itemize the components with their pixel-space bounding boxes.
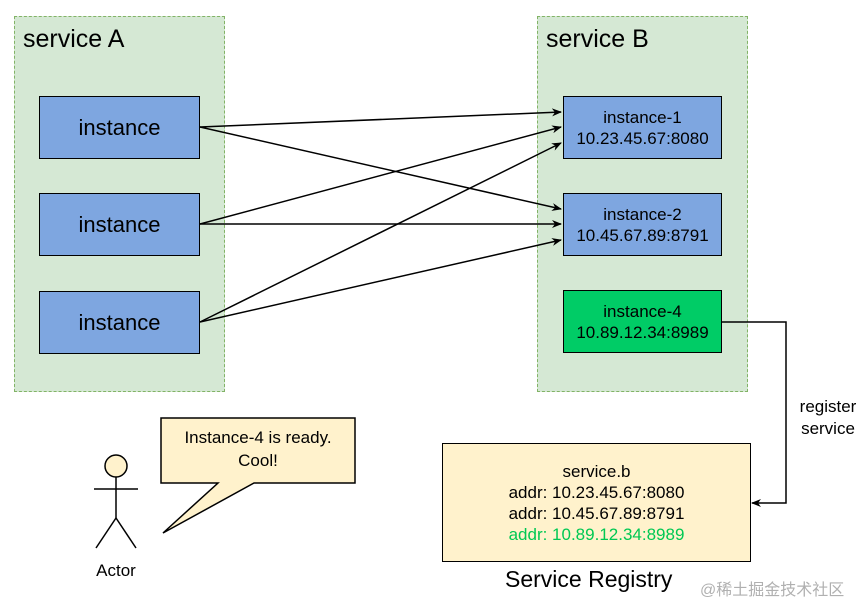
registry-entry-1: addr: 10.23.45.67:8080 [508,483,685,502]
registry-entry-2: addr: 10.45.67.89:8791 [508,504,685,523]
register-label-line-2: service [801,419,855,438]
actor-label: Actor [96,561,136,580]
speech-text: Instance-4 is ready. Cool! [161,426,355,472]
instance-label: instance [78,309,161,335]
instance-name: instance-2 [603,204,682,224]
edge-a2-b1 [199,125,562,225]
registry-caption: Service Registry [505,566,673,592]
instance-address: 10.89.12.34:8989 [576,322,709,342]
instance-address: 10.45.67.89:8791 [576,225,709,245]
service-b-instance-4[interactable]: instance-4 10.89.12.34:8989 [563,290,722,353]
service-a-instance-3[interactable]: instance [39,291,200,354]
service-registry-box[interactable]: service.b addr: 10.23.45.67:8080 addr: 1… [442,443,751,562]
instance-address: 10.23.45.67:8080 [576,128,709,148]
edge-a1-b1 [199,108,562,128]
actor-head [104,454,128,478]
edge-a3-b1 [199,142,562,323]
speech-line-2: Cool! [238,451,278,470]
register-service-label: register service [792,396,864,440]
service-a-title: service A [23,25,125,53]
instance-name: instance-4 [603,301,682,321]
edge-a3-b2 [199,238,562,323]
registry-key: service.b [562,462,631,481]
registry-entry-3: addr: 10.89.12.34:8989 [508,525,685,544]
service-b-title: service B [546,25,649,53]
instance-label: instance [78,114,161,140]
service-a-instance-1[interactable]: instance [39,96,200,159]
watermark: @稀土掘金技术社区 [700,582,845,599]
service-b-instance-1[interactable]: instance-1 10.23.45.67:8080 [563,96,722,159]
service-a-instance-2[interactable]: instance [39,193,200,256]
actor-figure [94,454,138,549]
speech-line-1: Instance-4 is ready. [184,428,332,447]
edge-a1-b2 [199,126,562,211]
service-b-instance-2[interactable]: instance-2 10.45.67.89:8791 [563,193,722,256]
register-label-line-1: register [799,397,857,416]
instance-label: instance [78,211,161,237]
instance-name: instance-1 [603,107,682,127]
